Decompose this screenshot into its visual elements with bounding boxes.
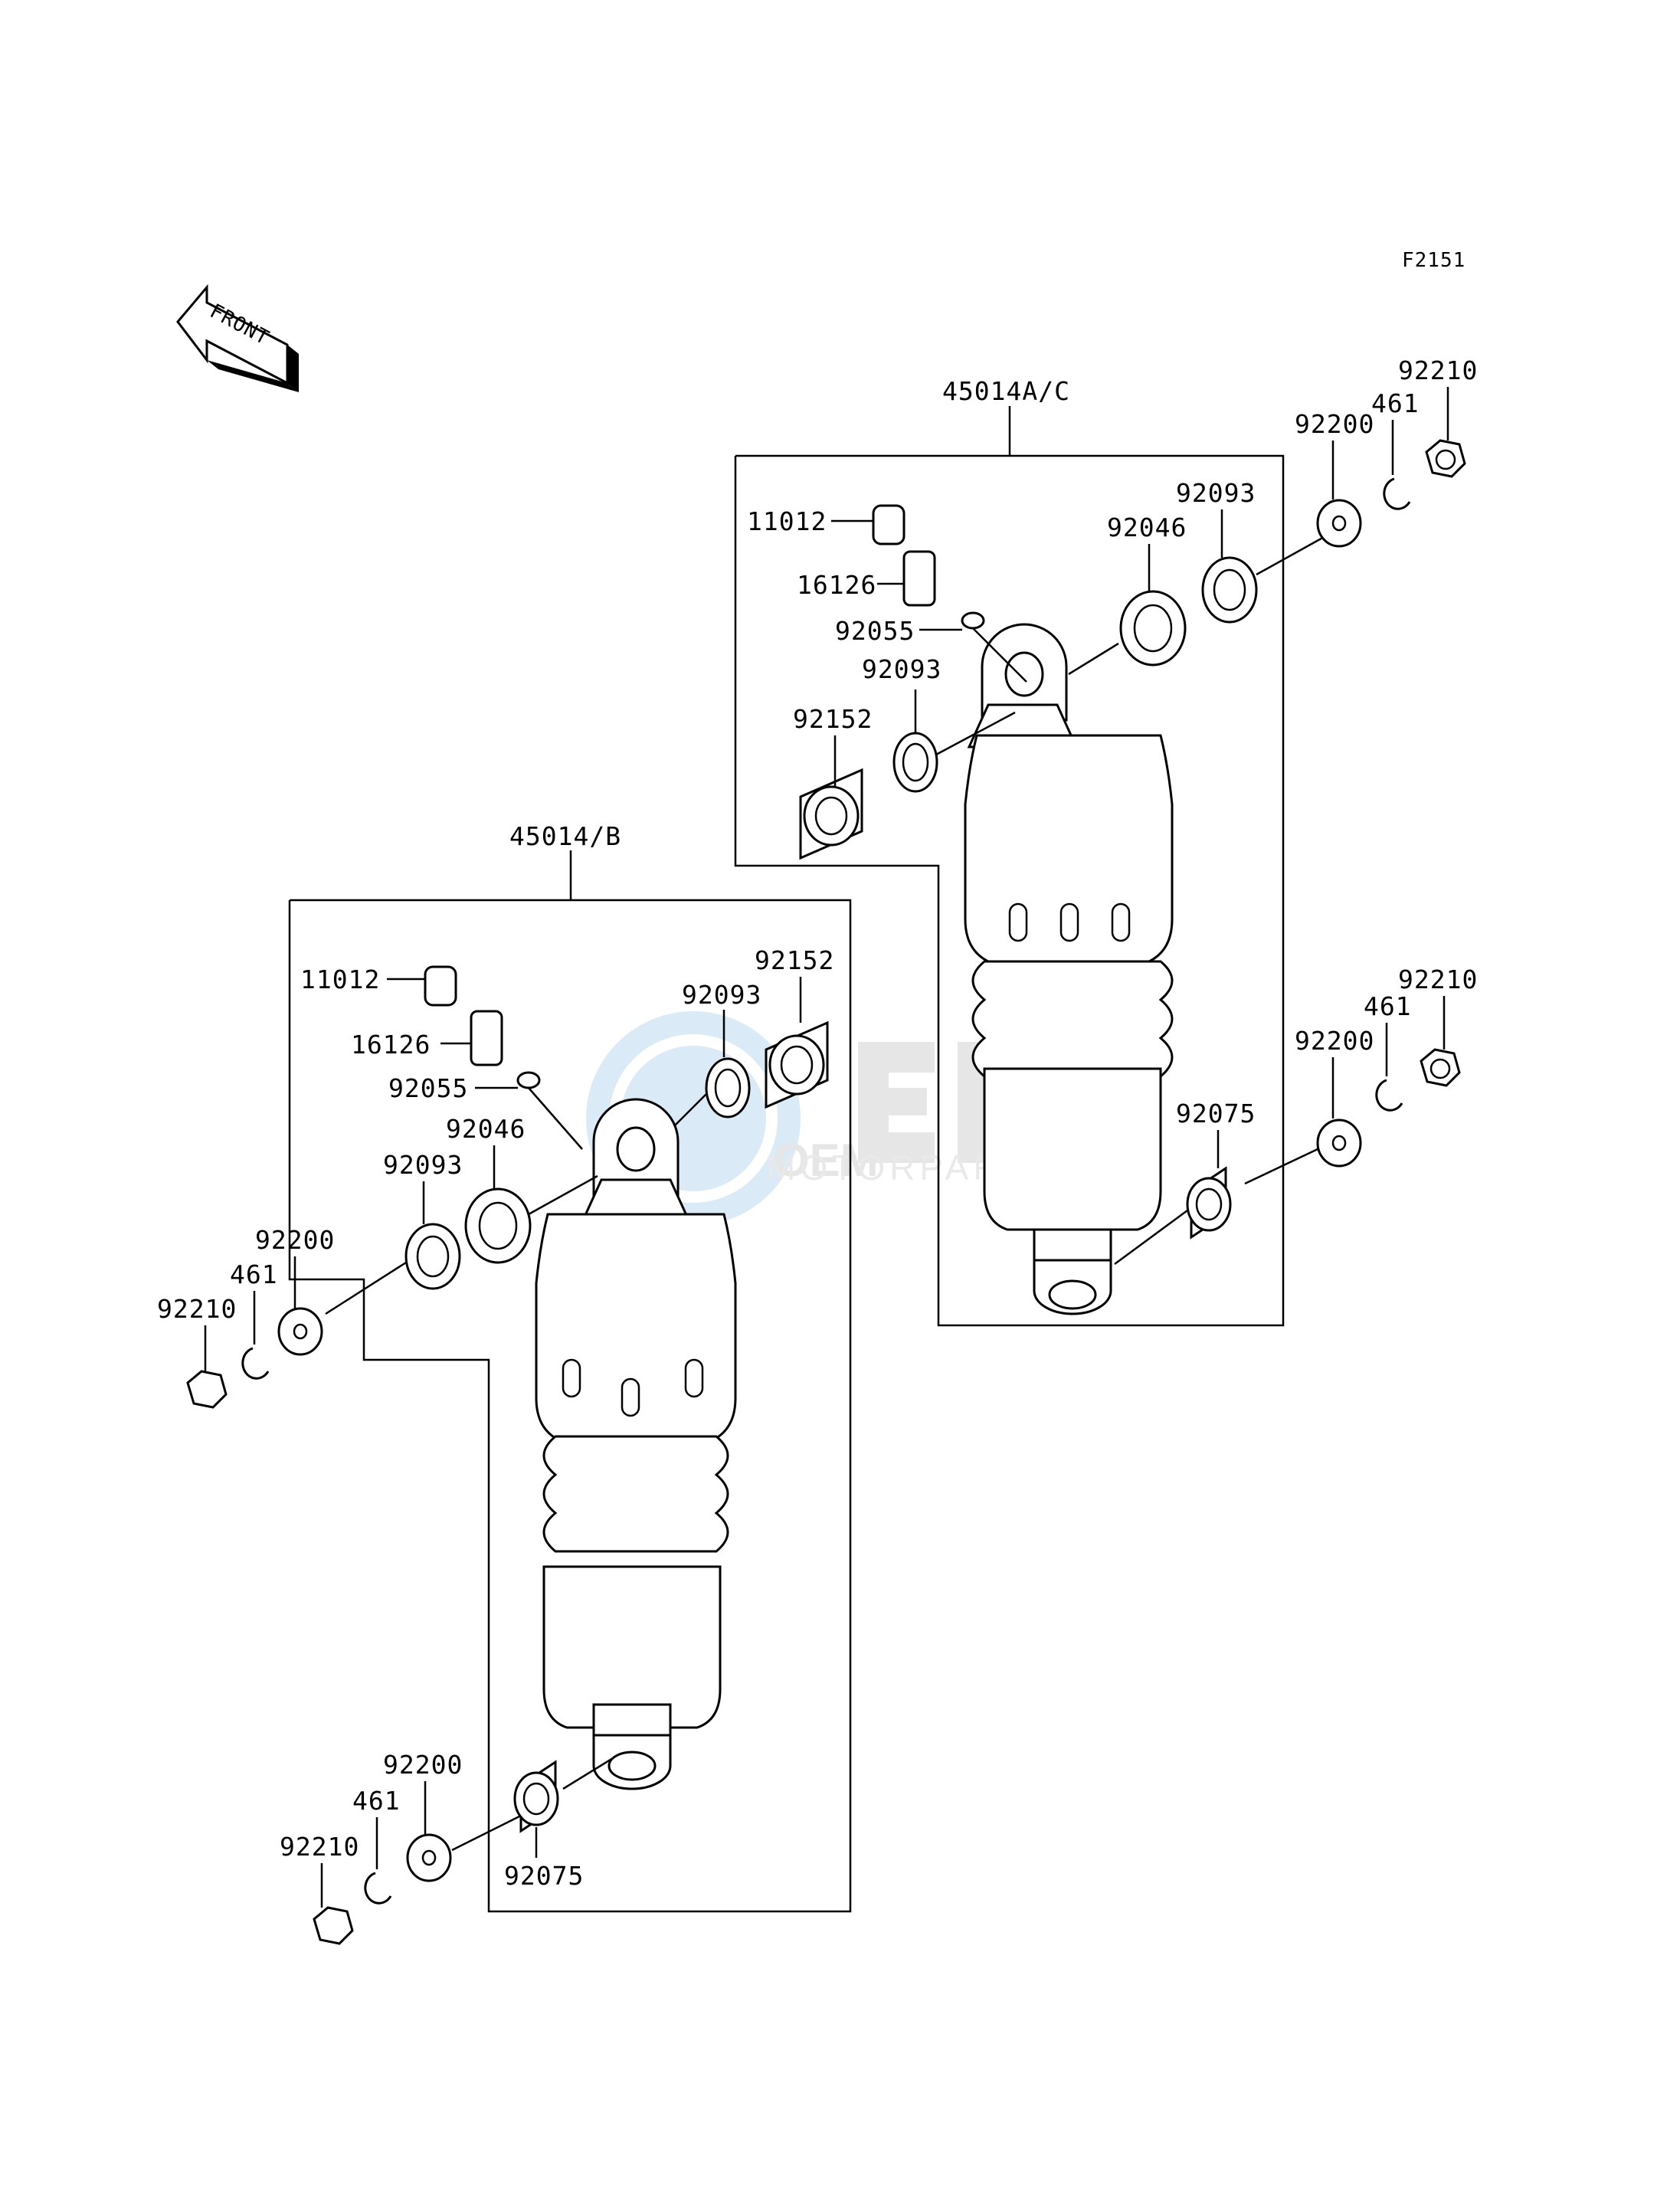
svg-text:16126: 16126 [797,570,876,600]
sleeve-92152-lower: 92152 [755,945,834,1109]
svg-text:92055: 92055 [835,616,915,646]
svg-text:92055: 92055 [388,1073,468,1103]
assembly-lower-left: 45014/B 11012 16126 [157,821,852,1945]
sleeve-92152-upper: 92152 [793,704,873,860]
figure-code: F2151 [1402,249,1465,272]
valve-cap-11012-upper: 11012 [747,504,905,545]
collar-92075-upper: 92075 [1114,1099,1256,1266]
svg-text:92152: 92152 [755,945,834,975]
svg-text:92046: 92046 [1107,513,1187,542]
bearing-92046-upper: 92046 [1068,513,1187,676]
svg-text:461: 461 [1371,388,1420,418]
seal-92093-upper-b: 92093 [1176,478,1326,624]
assembly-upper-right: 45014A/C 11012 16126 [734,355,1478,1327]
svg-text:92210: 92210 [1398,965,1478,994]
svg-text:11012: 11012 [300,965,380,994]
bearing-92046-lower: 92046 [446,1114,598,1264]
svg-text:92093: 92093 [862,654,942,684]
washer-92200-lower-b: 92200 [383,1750,522,1882]
collar-92075-lower: 92075 [504,1757,614,1891]
svg-text:92200: 92200 [383,1750,463,1780]
svg-text:92210: 92210 [280,1832,359,1862]
seal-92093-lower-b: 92093 [325,1150,463,1315]
nut-92210-upper-b: 92210 [1398,965,1478,1087]
assembly-label-lower: 45014/B [509,821,621,851]
svg-text:92210: 92210 [1398,355,1478,385]
washer-92200-lower-a: 92200 [255,1225,335,1356]
circlip-461-lower-b: 461 [352,1786,401,1905]
svg-text:92200: 92200 [1295,1026,1374,1056]
washer-92200-upper-a: 92200 [1295,409,1374,548]
o-ring-92055-upper: 92055 [835,611,1027,683]
svg-text:461: 461 [352,1786,401,1816]
svg-text:11012: 11012 [747,506,827,536]
svg-text:92200: 92200 [1295,409,1374,439]
seal-92093-lower-a: 92093 [673,980,761,1127]
nut-92210-upper-a: 92210 [1398,355,1478,478]
valve-cap-11012-lower: 11012 [300,965,457,1007]
shock-absorber-upper [964,623,1174,1315]
seal-92093-upper-a: 92093 [862,654,1016,793]
svg-text:92046: 92046 [446,1114,526,1144]
svg-text:92075: 92075 [504,1861,584,1891]
svg-text:92093: 92093 [383,1150,463,1180]
o-ring-92055-lower: 92055 [388,1071,583,1150]
nut-92210-lower-a: 92210 [157,1294,237,1409]
svg-text:92210: 92210 [157,1294,237,1324]
svg-text:92075: 92075 [1176,1099,1256,1128]
svg-text:92152: 92152 [793,704,873,734]
svg-text:461: 461 [1364,991,1412,1021]
svg-text:92093: 92093 [1176,478,1256,508]
front-arrow-icon: FRONT [176,283,299,392]
svg-text:92093: 92093 [682,980,761,1010]
circlip-461-lower-a: 461 [230,1259,278,1380]
circlip-461-upper-b: 461 [1364,991,1412,1112]
nut-92210-lower-b: 92210 [280,1832,359,1945]
svg-text:16126: 16126 [351,1030,431,1060]
assembly-frame-upper [734,454,1285,1327]
circlip-461-upper-a: 461 [1371,388,1420,510]
watermark-brand: OEM [774,1135,879,1186]
valve-16126-lower: 16126 [351,1010,503,1066]
svg-text:461: 461 [230,1259,278,1289]
shock-absorber-lower [535,1098,737,1790]
assembly-label-upper: 45014A/C [942,376,1070,406]
washer-92200-upper-b: 92200 [1244,1026,1374,1185]
valve-16126-upper: 16126 [797,550,936,607]
assembly-frame-lower [288,899,852,1913]
svg-text:92200: 92200 [255,1225,335,1255]
